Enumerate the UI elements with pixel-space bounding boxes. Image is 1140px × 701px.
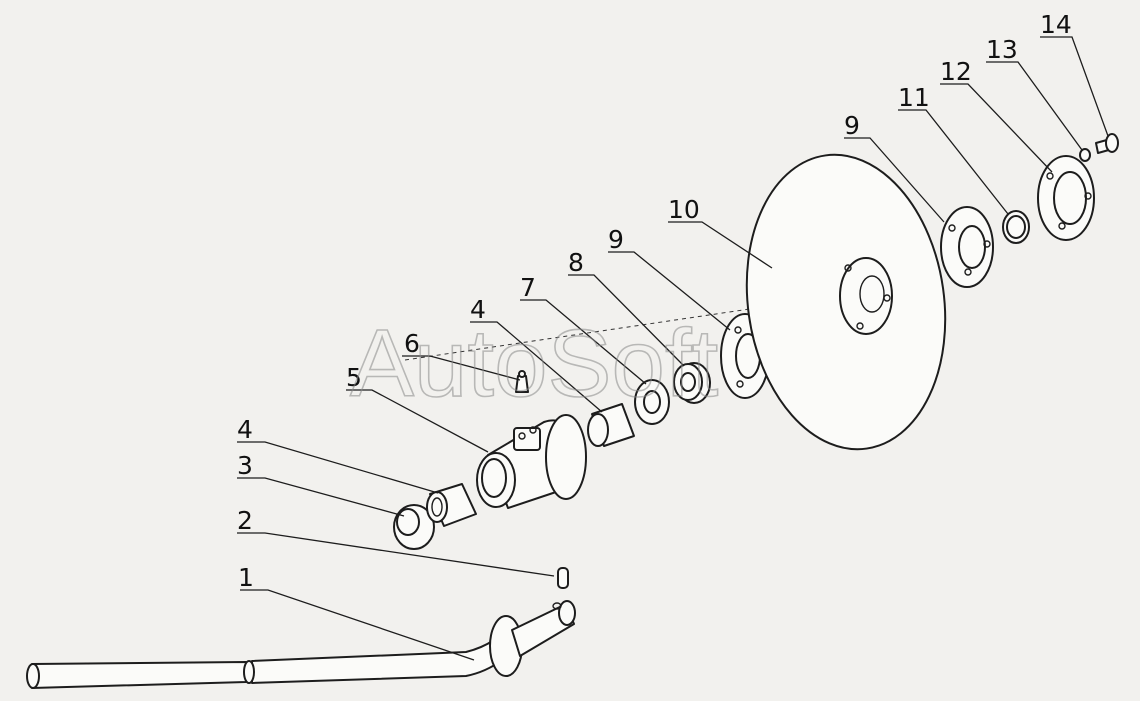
leader-9-left: [608, 251, 731, 331]
label-7: 7: [520, 273, 536, 302]
leader-13: [986, 61, 1083, 151]
label-10: 10: [668, 195, 700, 224]
label-4-upper: 4: [470, 295, 486, 324]
leader-8: [568, 274, 685, 367]
bushing-part-4-lower: [426, 483, 477, 527]
lock-washer-part-13: [1079, 148, 1091, 162]
label-13: 13: [986, 35, 1018, 64]
snap-ring-part-11: [1002, 210, 1030, 244]
label-1: 1: [238, 563, 254, 592]
label-3: 3: [237, 451, 253, 480]
leader-9-right: [844, 137, 945, 223]
watermark-text: AutoSoft: [350, 310, 718, 417]
label-4-lower: 4: [237, 415, 253, 444]
axle-part-1: [26, 600, 576, 689]
leader-5: [346, 389, 489, 453]
label-9-right: 9: [844, 111, 860, 140]
bolt-part-14: [1095, 133, 1119, 154]
leader-10: [668, 221, 773, 269]
label-11: 11: [898, 83, 930, 112]
disc-blade-part-10: [745, 153, 947, 451]
bushing-part-4-upper: [587, 403, 635, 447]
label-12: 12: [940, 57, 972, 86]
label-2: 2: [237, 506, 253, 535]
leader-14: [1040, 36, 1109, 137]
leader-3: [237, 477, 405, 517]
leader-7: [520, 299, 647, 385]
leader-4-lower: [237, 441, 439, 494]
leader-2: [237, 532, 555, 577]
label-14: 14: [1040, 10, 1072, 39]
leader-4-upper: [470, 321, 603, 413]
leader-12: [940, 83, 1053, 173]
pin-part-2: [557, 567, 569, 589]
label-9-left: 9: [608, 225, 624, 254]
leader-1: [240, 589, 475, 661]
label-6: 6: [404, 329, 420, 358]
callout-labels: 1 2 3 4 5 6 4 7 8 9 10 9 11 12 13 14: [237, 10, 1072, 592]
leader-lines: [237, 36, 1109, 661]
hub-cap-part-12: [1037, 155, 1095, 241]
label-8: 8: [568, 248, 584, 277]
hub-housing-part-5: [476, 414, 587, 509]
leader-11: [898, 109, 1009, 215]
flange-plate-part-9-right: [940, 206, 994, 288]
leader-6: [402, 355, 521, 381]
washer-part-7: [634, 379, 670, 425]
label-5: 5: [346, 363, 362, 392]
nut-part-8: [673, 362, 711, 404]
